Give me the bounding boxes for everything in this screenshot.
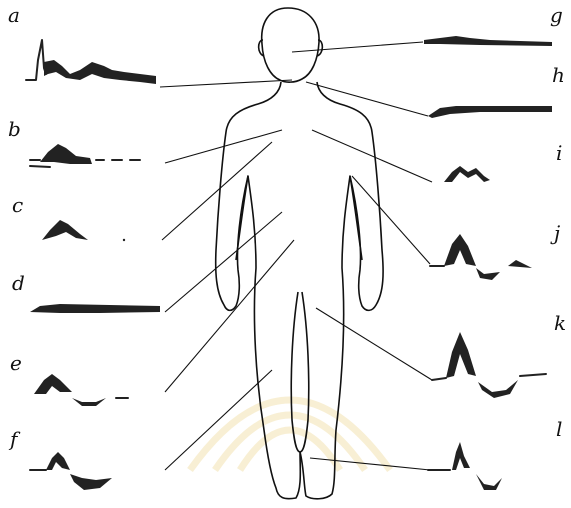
leader-f: [165, 370, 272, 470]
label-b: b: [8, 117, 21, 141]
leader-a: [160, 80, 292, 87]
trace-j: [430, 234, 532, 280]
leader-lines: [160, 42, 432, 470]
leader-k: [316, 308, 432, 380]
trace-b: [30, 144, 140, 167]
label-g: g: [550, 3, 563, 27]
right-inner-leg: [300, 292, 309, 452]
leader-l: [310, 458, 430, 470]
trace-l: [428, 442, 502, 490]
trace-g: [424, 36, 552, 46]
waveform-traces: [26, 36, 552, 490]
label-k: k: [554, 311, 566, 335]
trace-e: [34, 374, 128, 406]
leader-g: [292, 42, 423, 52]
right-inner-arm: [350, 176, 362, 260]
label-h: h: [552, 63, 565, 87]
watermark-seal: [190, 400, 390, 470]
label-j: j: [550, 221, 560, 245]
leader-d: [165, 212, 282, 312]
label-c: c: [12, 193, 23, 217]
leader-j: [352, 176, 430, 264]
label-d: d: [12, 271, 25, 295]
leader-h: [306, 82, 428, 116]
label-f: f: [8, 427, 21, 451]
trace-a: [26, 40, 156, 84]
label-e: e: [10, 351, 22, 375]
label-i: i: [556, 141, 562, 165]
label-a: a: [8, 3, 20, 27]
head-outline: [262, 8, 319, 82]
trace-k: [432, 332, 546, 398]
trace-i: [444, 166, 490, 182]
human-body-outline: [216, 8, 383, 499]
trace-d: [30, 304, 160, 313]
trace-c: [42, 220, 125, 241]
trace-h: [428, 106, 552, 118]
trace-f: [30, 452, 112, 490]
leader-e: [165, 240, 294, 392]
label-l: l: [556, 417, 562, 441]
left-inner-arm: [236, 176, 248, 260]
